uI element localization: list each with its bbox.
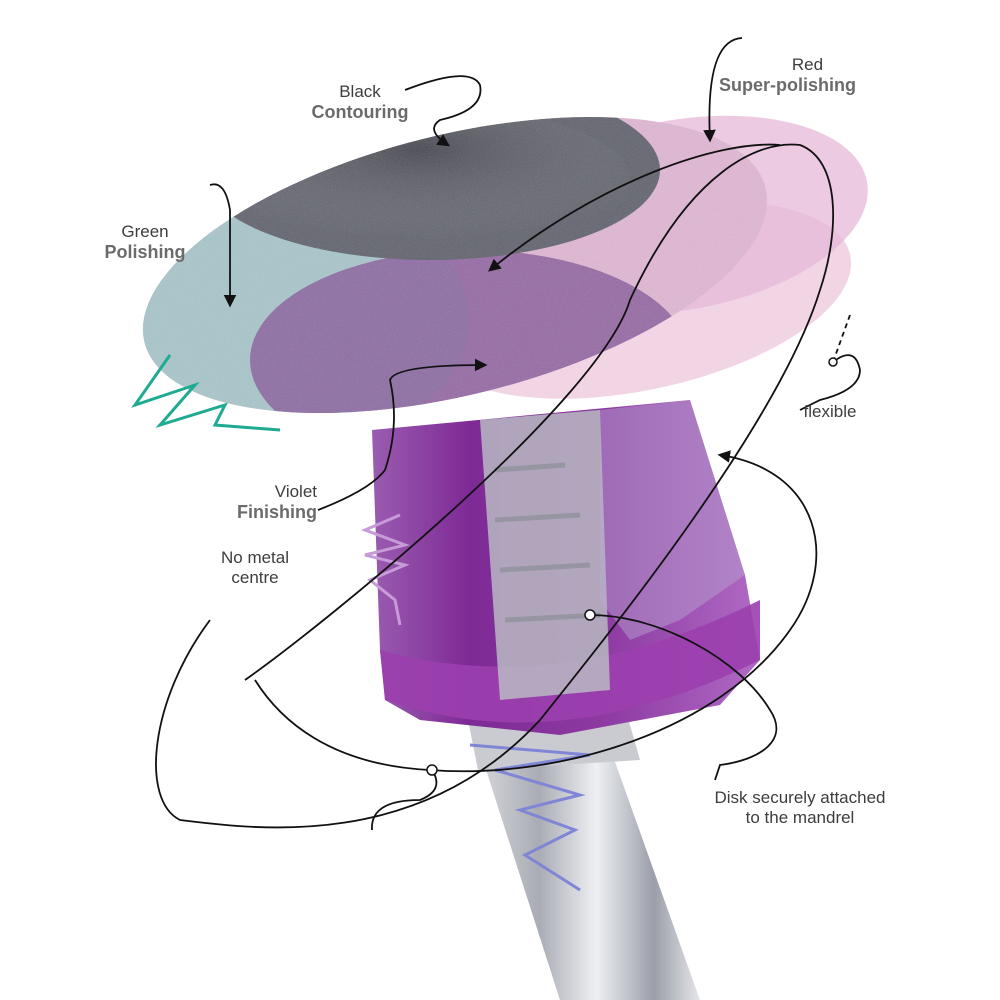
- label-flexible: flexible: [790, 402, 870, 422]
- mandrel-shaft: [462, 690, 700, 1000]
- label-green-polishing: Green Polishing: [90, 222, 200, 262]
- violet-hub: [372, 400, 760, 735]
- label-violet-color: Violet: [274, 482, 317, 501]
- label-red-color: Red: [791, 55, 824, 74]
- label-black-color: Black: [339, 82, 381, 101]
- label-no-metal-centre: No metal centre: [200, 548, 310, 588]
- label-black-function: Contouring: [311, 102, 409, 122]
- label-red-function: Super-polishing: [719, 75, 856, 95]
- lilac-scribble: [360, 513, 411, 626]
- label-disk-attached: Disk securely attached to the mandrel: [690, 788, 910, 828]
- annotation-lines: [155, 37, 861, 831]
- blue-scribble: [469, 743, 591, 892]
- label-violet-finishing: Violet Finishing: [200, 482, 317, 522]
- label-red-super-polishing: Red Super-polishing: [705, 55, 870, 95]
- label-attached-line2: to the mandrel: [745, 808, 855, 827]
- label-no-metal-line1: No metal: [220, 548, 290, 567]
- flexible-anchor-dot: [828, 357, 838, 367]
- label-violet-function: Finishing: [237, 502, 317, 522]
- label-green-function: Polishing: [104, 242, 186, 262]
- teal-scribble: [131, 354, 281, 432]
- label-green-color: Green: [121, 222, 169, 241]
- no-metal-anchor-dot: [426, 764, 438, 776]
- label-no-metal-line2: centre: [231, 568, 279, 587]
- attach-anchor-dot: [584, 609, 596, 621]
- label-flexible-text: flexible: [803, 402, 857, 421]
- label-attached-line1: Disk securely attached: [714, 788, 886, 807]
- label-black-contouring: Black Contouring: [300, 82, 420, 122]
